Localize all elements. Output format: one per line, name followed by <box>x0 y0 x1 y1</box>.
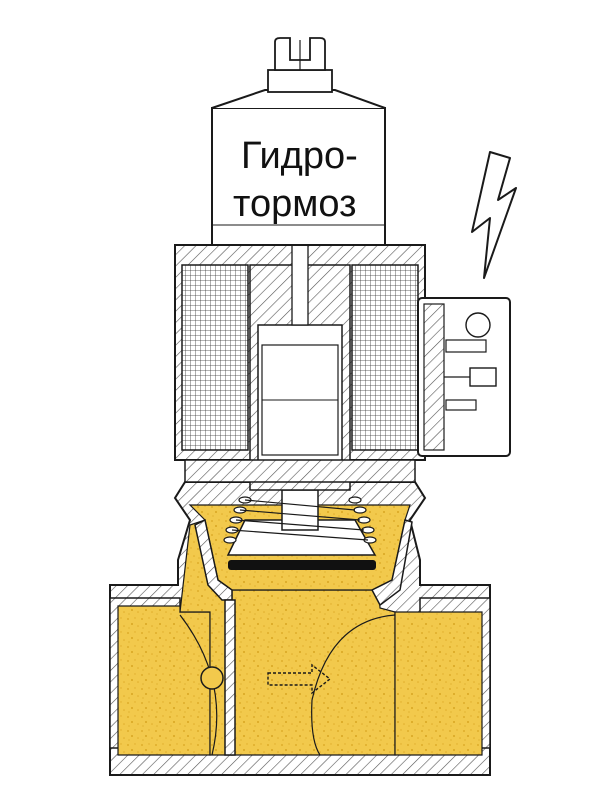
port-hole <box>200 666 224 690</box>
hydraulic-brake-cap <box>211 37 386 246</box>
partition-walls <box>194 518 413 756</box>
cap-label-line2: тормоз <box>233 183 357 225</box>
terminal-box <box>417 297 511 457</box>
diaphragm-assembly <box>223 489 377 570</box>
spring <box>223 496 377 544</box>
flow-curve-right <box>311 614 396 756</box>
lightning-bolt-icon <box>471 151 517 279</box>
coil-housing <box>174 244 426 491</box>
cap-label-line1: Гидро- <box>241 135 358 177</box>
dashed-arrow-icon <box>267 663 332 695</box>
